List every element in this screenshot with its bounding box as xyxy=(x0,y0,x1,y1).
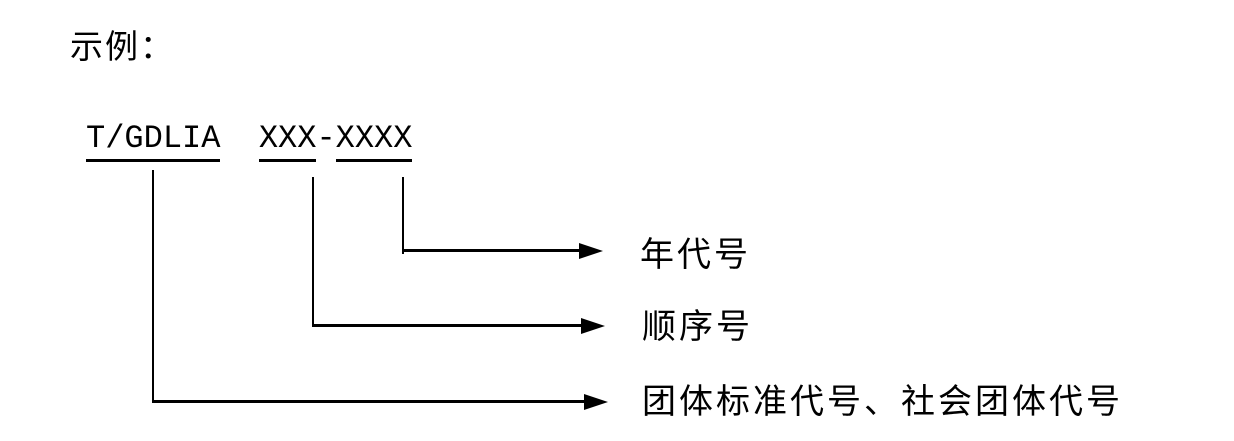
standard-code: T/GDLIA XXX-XXXX xyxy=(86,120,413,162)
code-year: XXXX xyxy=(335,120,413,162)
code-dash: - xyxy=(316,120,336,157)
year-code-connector-vertical xyxy=(402,177,404,254)
sequence-number-connector-vertical xyxy=(312,177,314,327)
year-code-arrowhead-icon xyxy=(579,243,603,259)
group-code-connector-horizontal xyxy=(152,400,586,403)
group-code-connector-vertical xyxy=(152,170,154,403)
year-code-label: 年代号 xyxy=(640,237,751,274)
sequence-number-connector-horizontal xyxy=(312,324,583,327)
group-code-arrowhead-icon xyxy=(584,394,608,410)
code-prefix: T/GDLIA xyxy=(86,120,221,162)
code-gap xyxy=(220,120,258,157)
group-code-label: 团体标准代号、社会团体代号 xyxy=(642,384,1123,421)
code-sequence: XXX xyxy=(258,120,317,162)
sequence-number-arrowhead-icon xyxy=(581,318,605,334)
example-label: 示例： xyxy=(70,30,175,66)
sequence-number-label: 顺序号 xyxy=(642,309,753,346)
year-code-connector-horizontal xyxy=(402,249,582,252)
